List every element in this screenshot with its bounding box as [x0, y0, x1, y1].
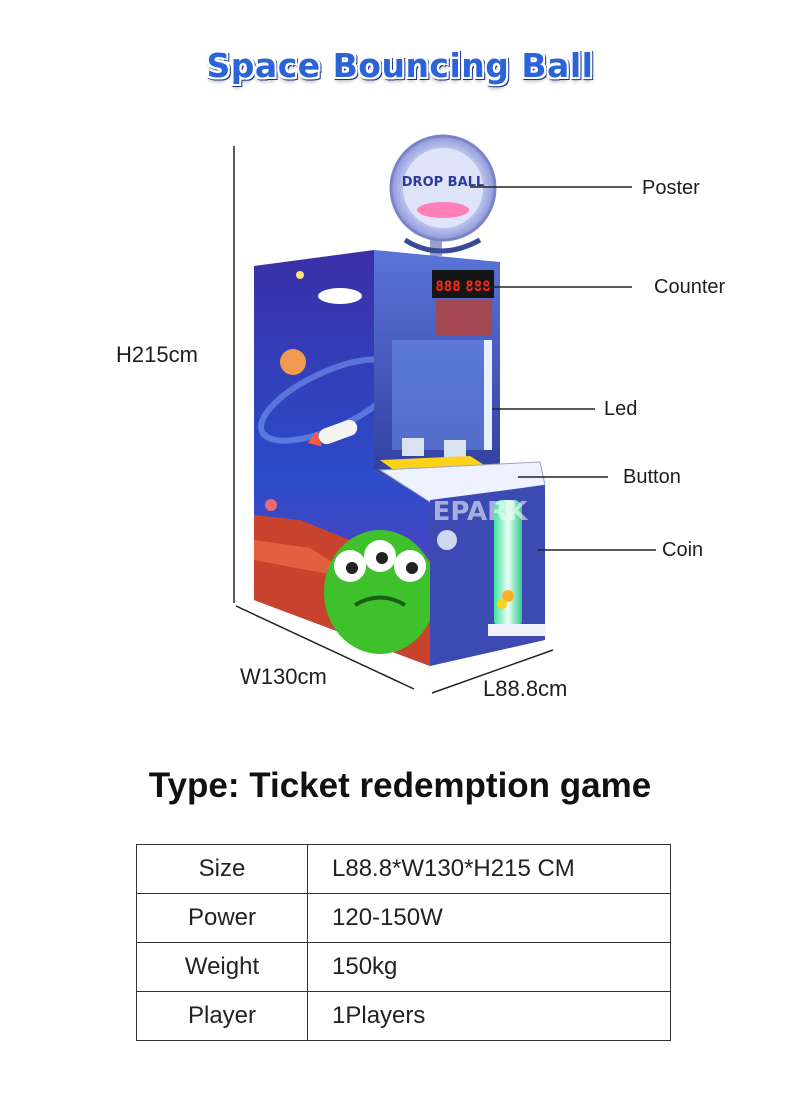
callout-button: Button [623, 466, 681, 488]
height-label: H215cm [116, 342, 198, 367]
spec-value: 1Players [307, 991, 671, 1041]
width-dimension-line [235, 605, 415, 690]
callout-counter: Counter [654, 276, 726, 298]
machine-illustration: DROP BALL 888 888 [233, 134, 656, 694]
table-row: Player 1Players [136, 991, 671, 1041]
spec-label: Player [136, 991, 308, 1041]
counter-display: 888 888 [432, 270, 494, 298]
page-title: Space Bouncing Ball [206, 46, 594, 85]
watermark-text: EPARK [433, 497, 529, 527]
length-dimension-line [431, 649, 554, 694]
poster-sign: DROP BALL [389, 134, 497, 242]
callout-led: Led [604, 398, 638, 420]
table-row: Size L88.8*W130*H215 CM [136, 844, 671, 894]
table-row: Power 120-150W [136, 893, 671, 943]
alien-character [324, 530, 436, 654]
spec-value: L88.8*W130*H215 CM [307, 844, 671, 894]
length-label: L88.8cm [483, 676, 568, 701]
spec-value: 120-150W [307, 893, 671, 943]
coin-tube [494, 500, 522, 628]
poster-marquee-text: DROP BALL [402, 175, 484, 190]
spec-value: 150kg [307, 942, 671, 992]
game-type-heading: Type: Ticket redemption game [148, 766, 652, 805]
spec-label: Weight [136, 942, 308, 992]
spec-table: Size L88.8*W130*H215 CM Power 120-150W W… [136, 844, 671, 1041]
table-row: Weight 150kg [136, 942, 671, 992]
callout-coin: Coin [662, 539, 704, 561]
counter-digits-left: 888 [435, 279, 460, 295]
spec-label: Size [136, 844, 308, 894]
callout-poster: Poster [642, 177, 700, 199]
width-label: W130cm [240, 664, 327, 689]
spec-label: Power [136, 893, 308, 943]
